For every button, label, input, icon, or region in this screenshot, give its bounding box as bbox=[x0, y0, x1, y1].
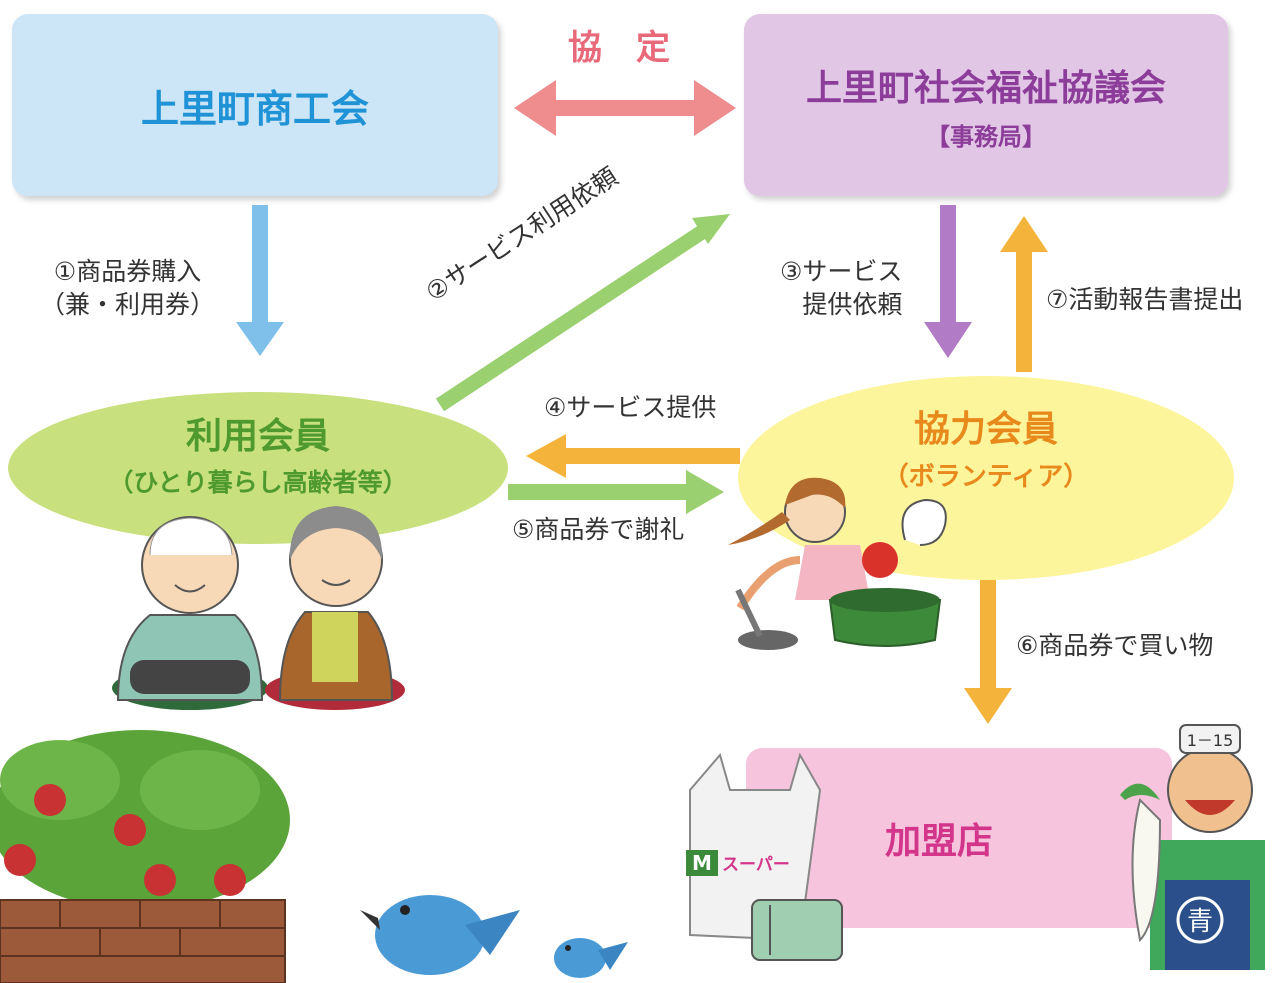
elderly-man-illustration bbox=[112, 516, 268, 710]
flow-4-label: ④サービス提供 bbox=[544, 393, 717, 422]
flow-1-line2: （兼・利用券） bbox=[40, 289, 216, 319]
flow-1-label: ①商品券購入 （兼・利用券） bbox=[40, 256, 215, 321]
council-title: 上里町社会福祉協議会 bbox=[805, 67, 1166, 109]
bird-large-illustration bbox=[360, 895, 520, 975]
cap-text: 1－15 bbox=[1187, 731, 1234, 750]
arrow-5-thank-you bbox=[508, 470, 724, 514]
store-box: 加盟店 bbox=[746, 748, 1172, 928]
arrow-3-provision-request bbox=[924, 205, 972, 358]
elderly-woman-illustration bbox=[265, 506, 405, 710]
bag-logo-text: M bbox=[692, 851, 712, 875]
arrow-1-purchase bbox=[236, 205, 284, 356]
arrow-2-service-request bbox=[435, 214, 730, 412]
arrow-7-activity-report bbox=[1000, 216, 1048, 372]
flow-3-line1: ③サービス bbox=[780, 257, 903, 286]
bag-brand-text: スーパー bbox=[722, 855, 790, 875]
agreement-label: 協 定 bbox=[568, 28, 670, 68]
flow-6-label: ⑥商品券で買い物 bbox=[1016, 631, 1214, 660]
flow-5-label: ⑤商品券で謝礼 bbox=[512, 515, 685, 544]
council-subtitle: 【事務局】 bbox=[926, 122, 1046, 151]
coop-member-title: 協力会員 bbox=[913, 408, 1058, 450]
arrow-6-shopping bbox=[964, 572, 1012, 724]
user-member-ellipse: 利用会員 （ひとり暮らし高齢者等） bbox=[8, 392, 508, 544]
flower-bush-illustration bbox=[0, 730, 290, 910]
shopkeeper-illustration: 青 1－15 bbox=[1120, 724, 1265, 970]
council-box: 上里町社会福祉協議会 【事務局】 bbox=[744, 14, 1228, 196]
flow-7-label: ⑦活動報告書提出 bbox=[1046, 285, 1244, 314]
user-member-title: 利用会員 bbox=[185, 416, 330, 457]
flow-1-line1: ①商品券購入 bbox=[53, 257, 202, 286]
user-member-subtitle: （ひとり暮らし高齢者等） bbox=[108, 468, 408, 497]
flow-3-label: ③サービス 提供依頼 bbox=[780, 256, 902, 321]
flow-3-line2: 提供依頼 bbox=[802, 289, 903, 319]
bird-small-illustration bbox=[554, 938, 628, 978]
chamber-box: 上里町商工会 bbox=[12, 14, 498, 196]
store-title: 加盟店 bbox=[884, 821, 993, 862]
apron-text: 青 bbox=[1187, 907, 1213, 937]
brick-wall-illustration bbox=[0, 899, 286, 983]
coop-member-subtitle: （ボランティア） bbox=[882, 461, 1090, 492]
chamber-title: 上里町商工会 bbox=[140, 86, 369, 131]
shopping-bag-illustration: M スーパー bbox=[686, 752, 843, 961]
agreement-double-arrow bbox=[514, 80, 736, 136]
arrow-4-service-provision bbox=[526, 434, 740, 478]
volunteer-cooking-illustration bbox=[728, 477, 947, 650]
